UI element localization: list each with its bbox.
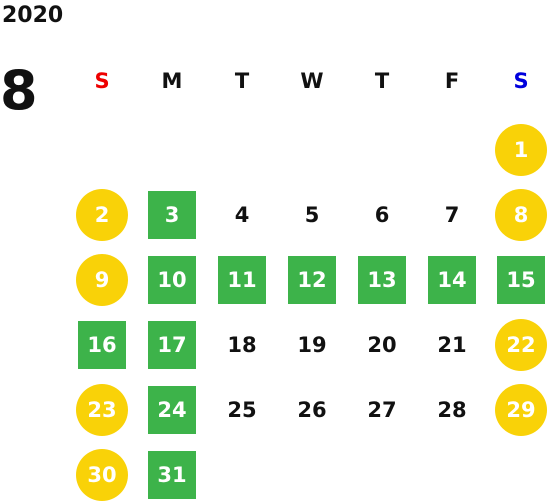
day-cell-10[interactable]: 10 (148, 256, 196, 304)
day-cell-21[interactable]: 21 (437, 333, 467, 357)
weekday-header-mon: M (161, 69, 183, 93)
weekday-header-sun: S (94, 69, 110, 93)
day-cell-14[interactable]: 14 (428, 256, 476, 304)
day-cell-3[interactable]: 3 (148, 191, 196, 239)
day-cell-13[interactable]: 13 (358, 256, 406, 304)
day-cell-8[interactable]: 8 (495, 189, 547, 241)
day-cell-15[interactable]: 15 (497, 256, 545, 304)
day-cell-5[interactable]: 5 (304, 203, 320, 227)
day-cell-23[interactable]: 23 (76, 384, 128, 436)
day-cell-26[interactable]: 26 (297, 398, 327, 422)
day-cell-28[interactable]: 28 (437, 398, 467, 422)
day-cell-7[interactable]: 7 (444, 203, 460, 227)
day-cell-12[interactable]: 12 (288, 256, 336, 304)
day-cell-1[interactable]: 1 (495, 124, 547, 176)
weekday-header-wed: W (300, 69, 324, 93)
month-label: 8 (0, 59, 38, 122)
year-label: 2020 (2, 3, 64, 28)
day-cell-4[interactable]: 4 (234, 203, 250, 227)
day-cell-19[interactable]: 19 (297, 333, 327, 357)
day-cell-20[interactable]: 20 (367, 333, 397, 357)
day-cell-22[interactable]: 22 (495, 319, 547, 371)
day-cell-30[interactable]: 30 (76, 449, 128, 501)
weekday-header-fri: F (444, 69, 460, 93)
weekday-header-tue: T (234, 69, 250, 93)
day-cell-29[interactable]: 29 (495, 384, 547, 436)
day-cell-17[interactable]: 17 (148, 321, 196, 369)
weekday-header-thu: T (374, 69, 390, 93)
day-cell-27[interactable]: 27 (367, 398, 397, 422)
day-cell-25[interactable]: 25 (227, 398, 257, 422)
weekday-header-sat: S (513, 69, 529, 93)
day-cell-6[interactable]: 6 (374, 203, 390, 227)
day-cell-9[interactable]: 9 (76, 254, 128, 306)
day-cell-31[interactable]: 31 (148, 451, 196, 499)
day-cell-2[interactable]: 2 (76, 189, 128, 241)
day-cell-24[interactable]: 24 (148, 386, 196, 434)
day-cell-16[interactable]: 16 (78, 321, 126, 369)
day-cell-18[interactable]: 18 (227, 333, 257, 357)
day-cell-11[interactable]: 11 (218, 256, 266, 304)
